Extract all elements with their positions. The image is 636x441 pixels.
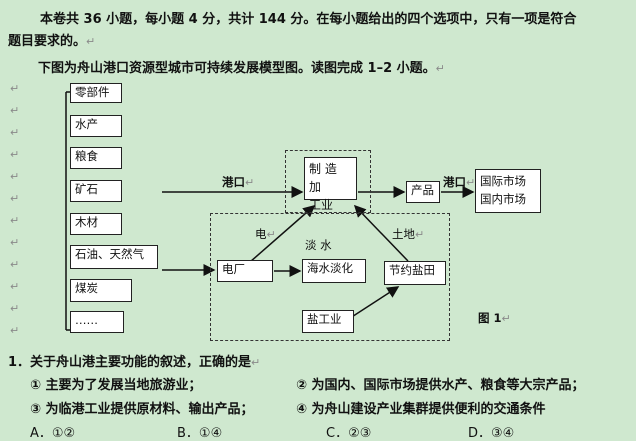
para-mark: ↵ [10,192,20,205]
para-mark: ↵ [10,170,20,183]
electricity-label: 电↵ [255,227,276,241]
item-coal: 煤炭 [70,279,132,302]
product-box: 产品 [406,181,440,203]
para-mark: ↵ [10,302,20,315]
manufacturing-dashed-region [285,150,371,213]
item-oil-gas: 石油、天然气 [70,245,158,269]
figure-intro: 下图为舟山港口资源型城市可持续发展模型图。读图完成 1–2 小题。↵ [38,61,445,76]
manufacturing-box: 制 造 加 工业 [304,157,357,212]
option-3: ③ 为临港工业提供原材料、输出产品； [30,402,254,417]
land-label: 土地↵ [392,227,425,241]
para-mark: ↵ [10,148,20,161]
item-grain: 粮食 [70,147,122,169]
power-plant-box: 电厂 [217,260,273,282]
desalination-box: 海水淡化 [302,259,366,283]
option-4: ④ 为舟山建设产业集群提供便利的交通条件 [296,402,546,417]
choice-b: B．①④ [177,426,223,441]
para-mark: ↵ [10,126,20,139]
para-mark: ↵ [10,236,20,249]
item-etc: …… [70,311,124,333]
para-mark: ↵ [10,214,20,227]
option-2: ② 为国内、国际市场提供水产、粮食等大宗产品； [296,378,585,393]
para-mark: ↵ [10,280,20,293]
para-mark: ↵ [10,82,20,95]
port-label-right: 港口↵ [443,175,476,189]
item-aquatic: 水产 [70,115,122,137]
choice-d: D．③④ [468,426,515,441]
choice-a: A．①② [30,426,76,441]
question-stem: 1．关于舟山港主要功能的叙述，正确的是↵ [8,355,261,370]
item-timber: 木材 [70,213,122,235]
salt-field-box: 节约盐田 [384,261,446,285]
para-mark: ↵ [10,324,20,337]
choice-c: C．②③ [326,426,372,441]
salt-industry-box: 盐工业 [302,310,354,333]
fresh-water-label: 淡 水 [305,238,332,252]
resource-dashed-region [210,213,450,341]
figure-label: 图 1↵ [478,311,511,325]
item-ore: 矿石 [70,180,122,202]
para-mark: ↵ [10,258,20,271]
markets-box: 国际市场 国内市场 [475,169,541,213]
intro-text: 本卷共 36 小题，每小题 4 分，共计 144 分。在每小题给出的四个选项中，… [40,12,577,27]
para-mark: ↵ [10,104,20,117]
item-parts: 零部件 [70,83,122,103]
port-label-left: 港口↵ [222,175,255,189]
option-1: ① 主要为了发展当地旅游业； [30,378,202,393]
intro-text-cont: 题目要求的。↵ [8,34,96,49]
